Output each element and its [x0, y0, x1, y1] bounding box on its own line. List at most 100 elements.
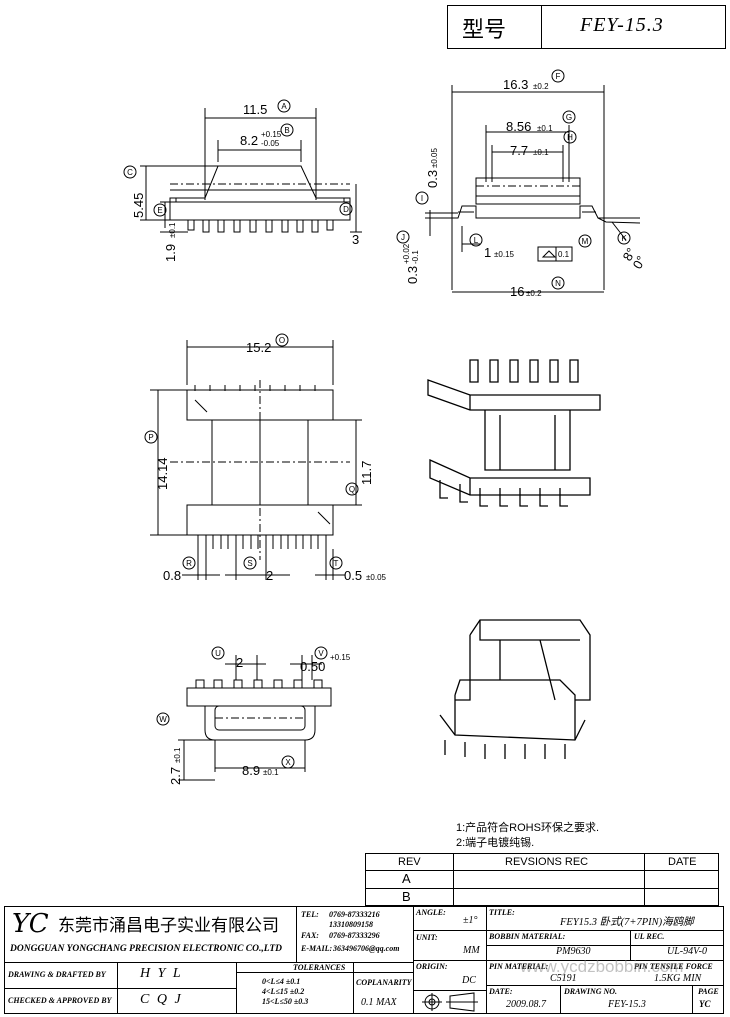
dim-N: 16	[510, 284, 524, 299]
tolerance-2: 4<L≤15 ±0.2	[262, 987, 305, 996]
rev-row-b: B	[402, 889, 411, 904]
dim-R: 0.8	[163, 568, 181, 583]
svg-text:E: E	[157, 206, 162, 215]
checked-by: C Q J	[140, 992, 183, 1007]
svg-text:O: O	[279, 336, 285, 345]
dim-A: 11.5	[243, 102, 267, 117]
type-label: 型号	[462, 18, 507, 43]
dim-U: 2	[236, 655, 243, 670]
dim-G: 8.56	[506, 119, 531, 134]
engineering-drawing: A B C D E F G H I J K L M N O P Q R S T …	[123, 69, 649, 785]
svg-text:F: F	[556, 72, 561, 81]
svg-text:-0.05: -0.05	[261, 139, 280, 148]
pin-tensile-force: 1.5KG MIN	[654, 973, 702, 984]
ul-rating: UL-94V-0	[667, 946, 707, 957]
svg-text:±0.05: ±0.05	[430, 147, 439, 168]
dim-H: 7.7	[510, 143, 528, 158]
svg-text:M: M	[582, 237, 589, 246]
svg-text:G: G	[566, 113, 572, 122]
svg-text:+0.15: +0.15	[330, 653, 351, 662]
dim-W: 2.7	[168, 767, 183, 785]
circle-letters: A B C D E F G H I J K L M N O P Q R S T …	[127, 72, 627, 767]
projection-symbol-icon	[422, 992, 478, 1012]
tel-2: 13310809158	[329, 920, 373, 929]
svg-text:U: U	[215, 649, 221, 658]
drawn-by: H Y L	[140, 966, 183, 981]
top-view-middle-left	[150, 340, 362, 580]
dim-V: 0.50	[300, 659, 325, 674]
company-name-en: DONGGUAN YONGCHANG PRECISION ELECTRONIC …	[10, 944, 283, 954]
dim-S: 2	[266, 568, 273, 583]
revisions-header: REVSIONS REC	[505, 856, 589, 868]
svg-text:+0.02: +0.02	[402, 243, 411, 264]
svg-text:D: D	[343, 205, 349, 214]
tel-1: 0769-87333216	[329, 910, 380, 919]
svg-text:N: N	[555, 279, 561, 288]
front-view-top-right	[425, 85, 641, 293]
svg-text:W: W	[159, 715, 167, 724]
note-1: 1:产品符合ROHS环保之要求.	[456, 822, 600, 834]
dim-M-flatness: 0.1	[558, 250, 570, 259]
svg-text:H: H	[567, 133, 573, 142]
isometric-top-right	[427, 359, 601, 507]
svg-text:B: B	[284, 126, 289, 135]
coplanarity-value: 0.1 MAX	[361, 997, 397, 1008]
unit-value: MM	[463, 945, 480, 956]
svg-text:K: K	[621, 234, 627, 243]
svg-text:S: S	[247, 559, 252, 568]
dim-L: 1	[484, 245, 491, 260]
dim-I: 0.3	[425, 170, 440, 188]
svg-text:Q: Q	[349, 485, 355, 494]
tolerance-3: 15<L≤50 ±0.3	[262, 997, 309, 1006]
dim-X: 8.9	[242, 763, 260, 778]
watermark-text: www.ycdzbobbin.com	[520, 957, 684, 976]
svg-text:±0.15: ±0.15	[494, 250, 515, 259]
svg-text:V: V	[318, 649, 324, 658]
dim-F: 16.3	[503, 77, 528, 92]
dimension-values: 11.5 8.2 +0.15 -0.05 5.45 3 1.9 ±0.1 16.…	[131, 77, 649, 785]
dim-Q: 11.7	[359, 461, 374, 485]
dim-D: 3	[352, 232, 359, 247]
svg-text:±0.2: ±0.2	[533, 82, 549, 91]
dim-J: 0.3	[405, 266, 420, 284]
company-logo: YC	[12, 909, 49, 939]
svg-text:C: C	[127, 168, 133, 177]
svg-text:±0.1: ±0.1	[537, 124, 553, 133]
drawing-number: FEY-15.3	[608, 999, 646, 1010]
angle-value: ±1°	[463, 915, 478, 926]
note-2: 2:端子电镀纯锡.	[456, 837, 535, 849]
svg-text:I: I	[421, 194, 423, 203]
svg-text:A: A	[281, 102, 287, 111]
tolerance-1: 0<L≤4 ±0.1	[262, 977, 301, 986]
bobbin-material: PM9630	[556, 946, 591, 957]
pin-material: C5191	[550, 973, 577, 984]
origin-value: DC	[462, 975, 476, 986]
side-view-top-left	[140, 108, 362, 233]
dim-C: 5.45	[131, 193, 146, 218]
svg-text:J: J	[401, 233, 405, 242]
svg-text:±0.1: ±0.1	[168, 222, 177, 238]
svg-text:±0.1: ±0.1	[263, 768, 279, 777]
date-value: 2009.08.7	[506, 999, 546, 1010]
dim-T: 0.5	[344, 568, 362, 583]
svg-text:±0.2: ±0.2	[526, 289, 542, 298]
svg-text:P: P	[148, 433, 153, 442]
company-name-cn: 东莞市涌昌电子实业有限公司	[58, 916, 279, 936]
title-value: FEY15.3 卧式(7+7PIN)海鸥脚	[560, 917, 694, 928]
model-header-box	[447, 5, 726, 49]
svg-text:±0.05: ±0.05	[366, 573, 387, 582]
dim-O: 15.2	[246, 340, 271, 355]
model-number: FEY-15.3	[580, 14, 664, 36]
svg-text:±0.1: ±0.1	[533, 148, 549, 157]
svg-text:+0.15: +0.15	[261, 130, 282, 139]
date-header: DATE	[668, 856, 697, 868]
svg-text:R: R	[186, 559, 192, 568]
dim-P: 14.14	[155, 457, 170, 490]
isometric-bottom-right	[439, 619, 591, 759]
svg-text:L: L	[474, 236, 479, 245]
end-view-bottom-left	[178, 655, 332, 781]
svg-text:X: X	[285, 758, 291, 767]
dimension-circle-markers	[123, 69, 631, 769]
dim-E: 1.9	[163, 244, 178, 262]
dim-B: 8.2	[240, 133, 258, 148]
